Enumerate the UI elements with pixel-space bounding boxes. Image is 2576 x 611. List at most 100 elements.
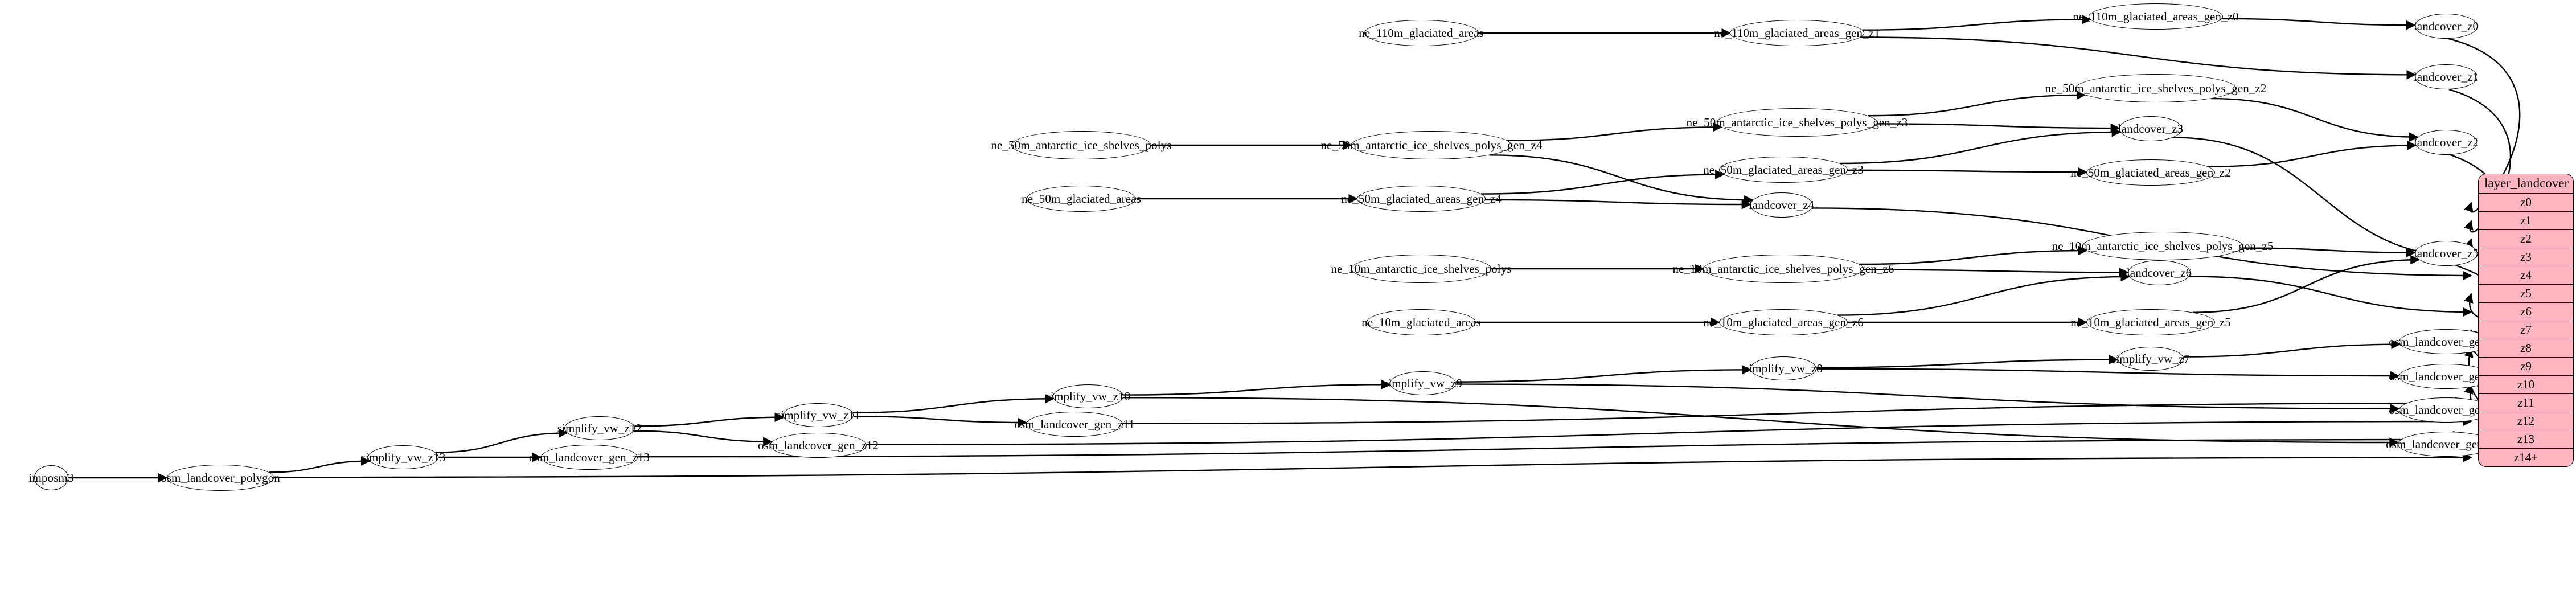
layer-landcover-row-z8[interactable]: z8 (2479, 339, 2573, 358)
graph-node-label: simplify_vw_z8 (1744, 361, 1823, 375)
graph-node-landcover-z6[interactable]: landcover_z6 (2126, 260, 2192, 285)
graph-node-ne-10m-glaciated-areas-gen-z5[interactable]: ne_10m_glaciated_areas_gen_z5 (2070, 309, 2231, 335)
graph-edge (853, 393, 1055, 413)
graph-node-osm-landcover-gen-z9[interactable]: osm_landcover_gen_z9 (2389, 397, 2504, 423)
graph-node-label: simplify_vw_z11 (776, 408, 860, 422)
graph-node-ne-10m-antarctic-ice-shelves-polys-gen-z5[interactable]: ne_10m_antarctic_ice_shelves_polys_gen_z… (2052, 232, 2273, 260)
graph-node-ne-50m-antarctic-ice-shelves-polys-gen-z2[interactable]: ne_50m_antarctic_ice_shelves_polys_gen_z… (2045, 74, 2266, 102)
graph-node-landcover-z1[interactable]: landcover_z1 (2413, 64, 2479, 89)
graph-node-label: ne_10m_antarctic_ice_shelves_polys (1331, 261, 1512, 276)
layer-landcover-row-z13[interactable]: z13 (2479, 430, 2573, 449)
graph-node-ne-110m-glaciated-areas[interactable]: ne_110m_glaciated_areas (1359, 20, 1484, 46)
graph-node-landcover-z4[interactable]: landcover_z4 (1749, 192, 1814, 218)
graph-edge (1868, 90, 2086, 117)
graph-edge (2183, 339, 2401, 358)
graph-edge (1123, 398, 2472, 424)
graph-node-osm-landcover-gen-z13[interactable]: osm_landcover_gen_z13 (529, 445, 650, 470)
graph-node-label: ne_110m_glaciated_areas_gen_z0 (2073, 9, 2239, 23)
graph-node-ne-50m-glaciated-areas[interactable]: ne_50m_glaciated_areas (1022, 186, 1141, 212)
layer-landcover-row-z3[interactable]: z3 (2479, 248, 2573, 266)
layer-landcover-row-z6[interactable]: z6 (2479, 303, 2573, 321)
graph-node-label: ne_50m_antarctic_ice_shelves_polys_gen_z… (1686, 115, 1908, 129)
graph-node-label: simplify_vw_z7 (2111, 351, 2190, 366)
layer-landcover-row-z7[interactable]: z7 (2479, 321, 2573, 339)
layer-landcover-row-z11[interactable]: z11 (2479, 394, 2573, 412)
graph-node-ne-50m-glaciated-areas-gen-z3[interactable]: ne_50m_glaciated_areas_gen_z3 (1703, 157, 1864, 183)
graph-edge (1877, 123, 2120, 133)
graph-edge (1456, 383, 2400, 414)
graph-node-label: ne_50m_antarctic_ice_shelves_polys (991, 138, 1172, 152)
layer-landcover-row-z12[interactable]: z12 (2479, 412, 2573, 430)
graph-edge (1489, 154, 1754, 205)
graph-node-landcover-z5[interactable]: landcover_z5 (2413, 241, 2479, 266)
graph-node-landcover-z0[interactable]: landcover_z0 (2414, 14, 2479, 39)
graph-node-label: simplify_vw_z13 (360, 450, 446, 464)
graph-node-osm-landcover-gen-z12[interactable]: osm_landcover_gen_z12 (758, 433, 879, 458)
layer-landcover-row-z1[interactable]: z1 (2479, 212, 2573, 230)
graph-node-ne-10m-glaciated-areas[interactable]: ne_10m_glaciated_areas (1361, 309, 1481, 335)
graph-node-ne-110m-glaciated-areas-gen-z1[interactable]: ne_110m_glaciated_areas_gen_z1 (1714, 20, 1880, 46)
graph-edge (1837, 272, 2131, 316)
layer-landcover-row-z14plus[interactable]: z14+ (2479, 449, 2573, 466)
graph-node-ne-50m-antarctic-ice-shelves-polys-gen-z3[interactable]: ne_50m_antarctic_ice_shelves_polys_gen_z… (1687, 108, 1908, 137)
layer-landcover-row-z4[interactable]: z4 (2479, 266, 2573, 285)
graph-edge (1862, 14, 2092, 31)
graph-node-label: landcover_z3 (2118, 121, 2184, 136)
graph-node-label: ne_110m_glaciated_areas (1359, 26, 1484, 40)
graph-edge (1480, 170, 1725, 195)
graph-node-label: landcover_z5 (2413, 246, 2479, 260)
graph-node-label: landcover_z6 (2126, 265, 2192, 280)
graph-node-imposm3[interactable]: imposm3 (29, 465, 73, 490)
graph-node-ne-50m-glaciated-areas-gen-z4[interactable]: ne_50m_glaciated_areas_gen_z4 (1341, 186, 1502, 212)
graph-node-ne-10m-glaciated-areas-gen-z6[interactable]: ne_10m_glaciated_areas_gen_z6 (1703, 309, 1864, 335)
graph-node-label: imposm3 (28, 470, 74, 485)
layer-landcover-row-z0[interactable]: z0 (2479, 194, 2573, 212)
graph-node-ne-10m-antarctic-ice-shelves-polys-gen-z6[interactable]: ne_10m_antarctic_ice_shelves_polys_gen_z… (1673, 255, 1894, 283)
graph-edge (1123, 396, 2399, 448)
layer-landcover-row-z2[interactable]: z2 (2479, 230, 2573, 248)
graph-node-simplify-vw-z7[interactable]: simplify_vw_z7 (2111, 347, 2190, 371)
graph-edge (1485, 199, 1751, 210)
graph-node-landcover-z3[interactable]: landcover_z3 (2118, 116, 2184, 141)
graph-node-simplify-vw-z8[interactable]: simplify_vw_z8 (1744, 356, 1823, 380)
graph-node-simplify-vw-z10[interactable]: simplify_vw_z10 (1046, 384, 1130, 408)
graph-edge (1863, 268, 2129, 277)
graph-node-osm-landcover-polygon[interactable]: osm_landcover_polygon (161, 465, 280, 491)
graph-node-label: osm_landcover_gen_z12 (757, 438, 879, 452)
graph-node-label: ne_10m_glaciated_areas_gen_z6 (1703, 315, 1864, 329)
graph-edge (269, 456, 371, 473)
graph-edge (638, 434, 2472, 458)
graph-node-label: ne_10m_antarctic_ice_shelves_polys_gen_z… (2052, 239, 2274, 253)
graph-node-osm-landcover-gen-z11[interactable]: osm_landcover_gen_z11 (1014, 412, 1135, 437)
graph-node-ne-10m-antarctic-ice-shelves-polys[interactable]: ne_10m_antarctic_ice_shelves_polys (1331, 255, 1511, 283)
graph-node-label: osm_landcover_gen_z13 (528, 450, 650, 464)
graph-edge (634, 412, 785, 427)
layer-landcover-row-z10[interactable]: z10 (2479, 376, 2573, 394)
graph-node-simplify-vw-z9[interactable]: simplify_vw_z9 (1384, 371, 1462, 395)
graph-edge (2211, 97, 2419, 142)
layer-landcover-table-title: layer_landcover (2479, 174, 2573, 194)
layer-landcover-row-z9[interactable]: z9 (2479, 358, 2573, 376)
graph-edge (1816, 355, 2119, 368)
graph-node-simplify-vw-z13[interactable]: simplify_vw_z13 (361, 445, 445, 469)
graph-edge (2189, 276, 2472, 317)
graph-node-label: landcover_z1 (2413, 69, 2479, 84)
graph-node-label: ne_50m_glaciated_areas_gen_z4 (1341, 191, 1502, 206)
graph-edge (1455, 364, 1751, 383)
graph-node-ne-50m-antarctic-ice-shelves-polys-gen-z4[interactable]: ne_50m_antarctic_ice_shelves_polys_gen_z… (1321, 131, 1542, 159)
graph-edge (1816, 368, 2400, 381)
graph-node-simplify-vw-z12[interactable]: simplify_vw_z12 (557, 416, 642, 440)
graph-node-landcover-z2[interactable]: landcover_z2 (2413, 130, 2479, 155)
graph-node-ne-50m-glaciated-areas-gen-z2[interactable]: ne_50m_glaciated_areas_gen_z2 (2070, 159, 2231, 186)
graph-node-label: ne_10m_glaciated_areas (1361, 315, 1481, 329)
graph-node-label: ne_50m_glaciated_areas_gen_z3 (1703, 162, 1864, 177)
graph-edge (2193, 255, 2420, 313)
graph-node-ne-110m-glaciated-areas-gen-z0[interactable]: ne_110m_glaciated_areas_gen_z0 (2073, 3, 2239, 30)
graph-node-ne-50m-antarctic-ice-shelves-polys[interactable]: ne_50m_antarctic_ice_shelves_polys (991, 131, 1171, 159)
graph-edge (1847, 167, 2088, 177)
layer-landcover-row-z5[interactable]: z5 (2479, 285, 2573, 303)
graph-node-simplify-vw-z11[interactable]: simplify_vw_z11 (776, 403, 860, 427)
graph-node-label: landcover_z2 (2413, 135, 2479, 149)
